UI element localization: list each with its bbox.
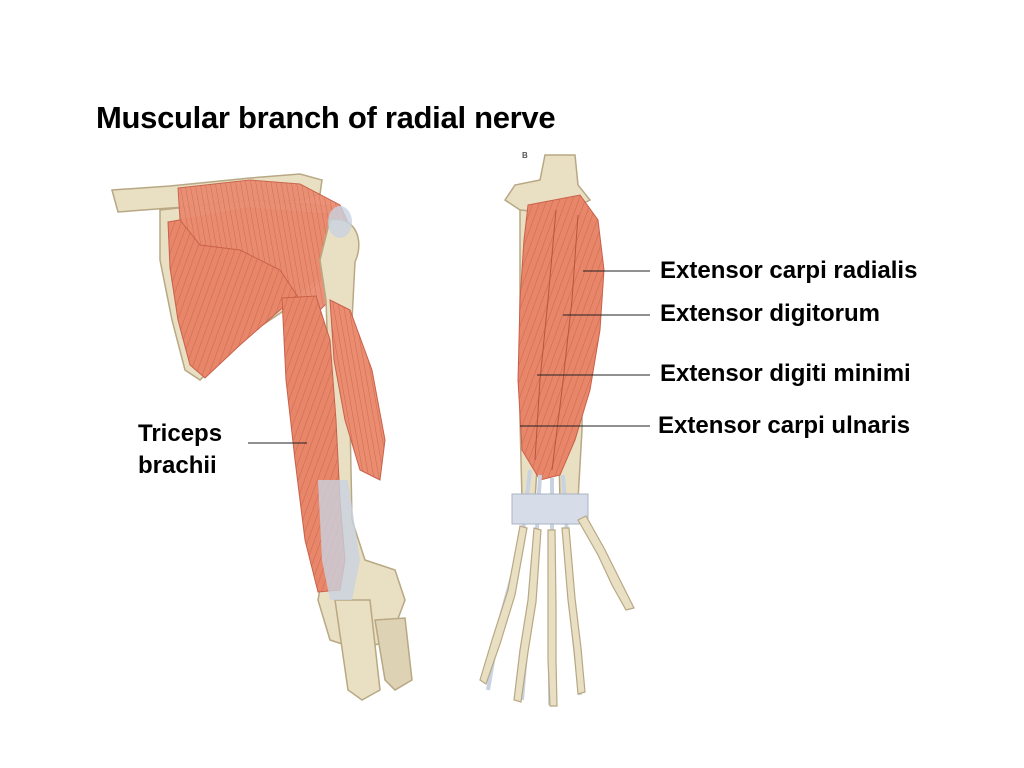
label-extensor-digitorum: Extensor digitorum [660,300,881,327]
shoulder-tendon [328,206,352,238]
muscle-separation-2 [551,214,579,471]
label-triceps-line1: Triceps [138,420,223,447]
label-triceps-line2: brachii [138,452,217,479]
extensor-retinaculum [511,493,589,525]
label-extensor-carpi-radialis: Extensor carpi radialis [660,257,918,284]
label-extensor-carpi-ulnaris: Extensor carpi ulnaris [658,412,911,439]
upper-arm-illustration [111,173,413,701]
muscle-separation-1 [534,209,557,461]
ulna-left [374,617,413,691]
leader-lines [248,270,650,444]
hand-bones [479,515,635,707]
page-title: Muscular branch of radial nerve [96,100,556,135]
panel-letter: B [522,151,528,160]
forearm-bones-left [334,599,381,701]
triceps-lateral-head [329,299,386,481]
extensor-muscles [517,194,605,481]
triceps-tendon [318,480,360,600]
forearm-illustration [479,154,635,707]
label-extensor-digiti-minimi: Extensor digiti minimi [660,360,911,387]
